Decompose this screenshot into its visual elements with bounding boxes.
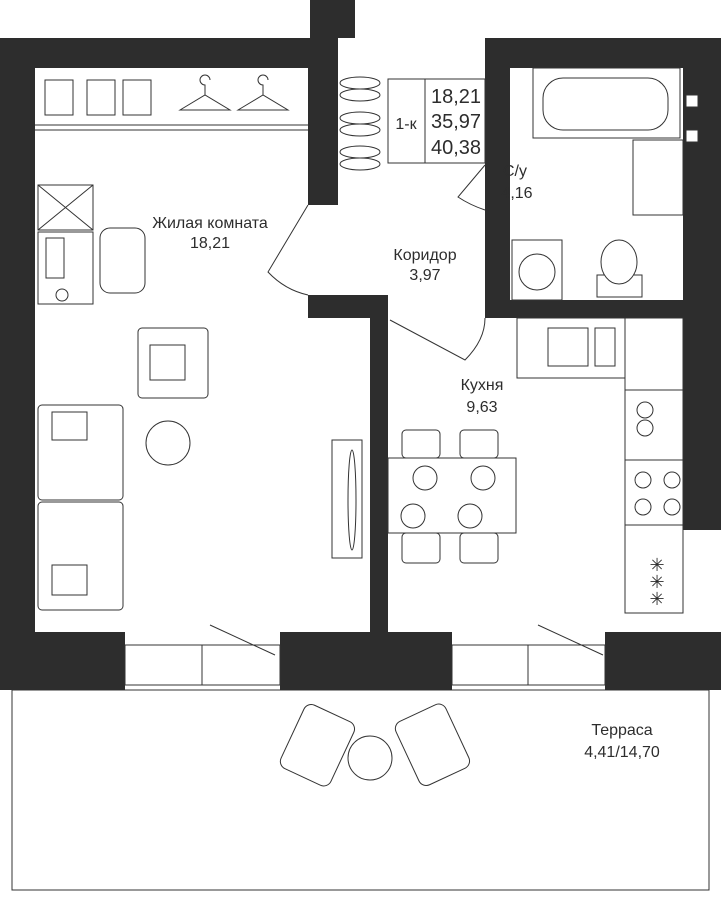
shirt-icons <box>44 79 152 116</box>
room-name: С/у <box>503 163 527 180</box>
room-name: Жилая комната <box>152 215 268 232</box>
coffee-table <box>145 420 191 466</box>
room-name: Коридор <box>393 247 456 264</box>
room-area: 18,21 <box>190 235 230 252</box>
room-area: 9,63 <box>466 399 497 416</box>
hanger-icon <box>236 74 290 111</box>
sink <box>632 139 684 216</box>
room-area: 4,16 <box>501 185 532 202</box>
terrace-table <box>347 735 393 781</box>
room-area: 4,41/14,70 <box>584 744 660 761</box>
kitchen-door <box>389 317 486 361</box>
lounge-chair <box>394 703 471 787</box>
tv-stand <box>331 439 363 559</box>
stove <box>634 471 681 516</box>
room-name: Кухня <box>461 377 504 394</box>
walls <box>0 0 721 690</box>
total-area: 35,97 <box>431 111 481 133</box>
svg-text:✳: ✳ <box>649 572 664 592</box>
room-name: Терраса <box>591 722 652 739</box>
living-area: 18,21 <box>431 86 481 108</box>
windows <box>124 624 606 686</box>
kitchen-counter <box>624 317 684 614</box>
office-chair <box>99 227 146 294</box>
apartment-type: 1-к <box>395 116 417 133</box>
total-with-terrace: 40,38 <box>431 137 481 159</box>
apartment-summary: 1-к 18,21 35,97 40,38 <box>387 78 486 164</box>
terrace-outline <box>11 689 710 891</box>
dining-chairs <box>401 429 499 564</box>
corridor-door <box>267 204 309 296</box>
lounge-chair <box>279 703 356 787</box>
room-area: 3,97 <box>409 267 440 284</box>
shoe-rack <box>339 76 381 171</box>
bathroom-door <box>457 164 486 211</box>
svg-text:✳: ✳ <box>649 555 664 575</box>
hanger-icon <box>178 74 232 111</box>
svg-text:✳: ✳ <box>649 589 664 609</box>
